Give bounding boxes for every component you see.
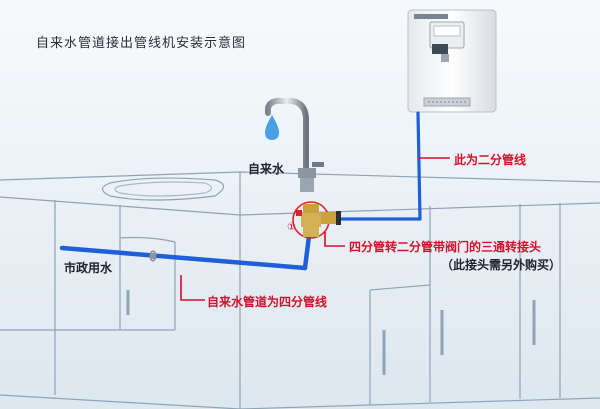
diagram-title: 自来水管道接出管线机安装示意图 <box>36 36 247 51</box>
cabinet-outline <box>0 171 600 409</box>
valve-number: ① <box>287 222 296 233</box>
faucet-label: 自来水 <box>248 162 285 176</box>
leader-lines <box>180 157 450 301</box>
water-drop-icon <box>265 115 279 140</box>
three-way-adapter <box>292 201 341 239</box>
mains-inlet-fitting <box>149 250 157 262</box>
mains-four-fen-label: 自来水管道为四分管线 <box>207 295 328 309</box>
faucet-icon <box>265 97 324 192</box>
water-dispenser <box>407 9 497 113</box>
adapter-note: （此接头需另外购买） <box>441 258 562 272</box>
adapter-label: 四分管转二分管带阀门的三通转接头 <box>349 240 542 254</box>
city-water-label: 市政用水 <box>64 261 113 275</box>
two-fen-line-label: 此为二分管线 <box>454 153 527 167</box>
